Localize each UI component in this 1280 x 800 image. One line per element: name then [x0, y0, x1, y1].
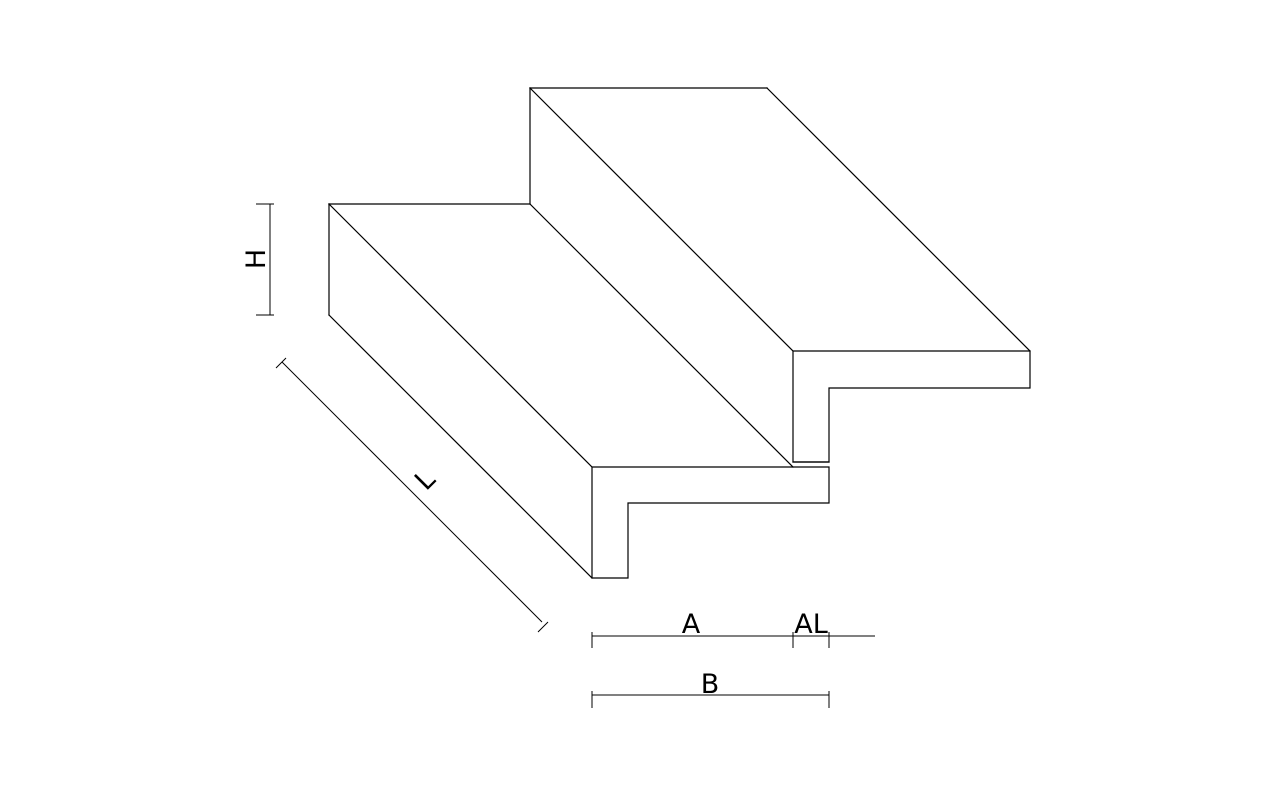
upper-step: [529, 87, 1031, 463]
dim-b-label: B: [701, 669, 720, 700]
lower-step-bottom-diagonal: [328, 314, 593, 579]
dimension-height: H: [241, 203, 274, 316]
lower-step-inner-diagonal: [529, 203, 794, 468]
dimension-total-depth: B: [591, 669, 830, 708]
dim-a-label: A: [682, 609, 701, 640]
lower-step-top-diagonal: [328, 203, 593, 468]
dim-l-line: [281, 361, 543, 623]
upper-step-left-diagonal: [529, 87, 794, 352]
upper-step-front-profile: [792, 350, 1031, 463]
lower-step: [328, 203, 830, 579]
lower-step-front-profile: [591, 466, 830, 579]
dim-l-tick-end: [537, 621, 549, 633]
dim-l-tick-start: [275, 357, 287, 369]
dimension-length: L: [275, 357, 549, 633]
dim-l-label: L: [409, 464, 442, 497]
upper-step-right-diagonal: [766, 87, 1031, 352]
dimension-tread: A AL: [591, 609, 875, 648]
dim-al-label: AL: [794, 609, 828, 640]
dim-h-label: H: [241, 249, 272, 269]
